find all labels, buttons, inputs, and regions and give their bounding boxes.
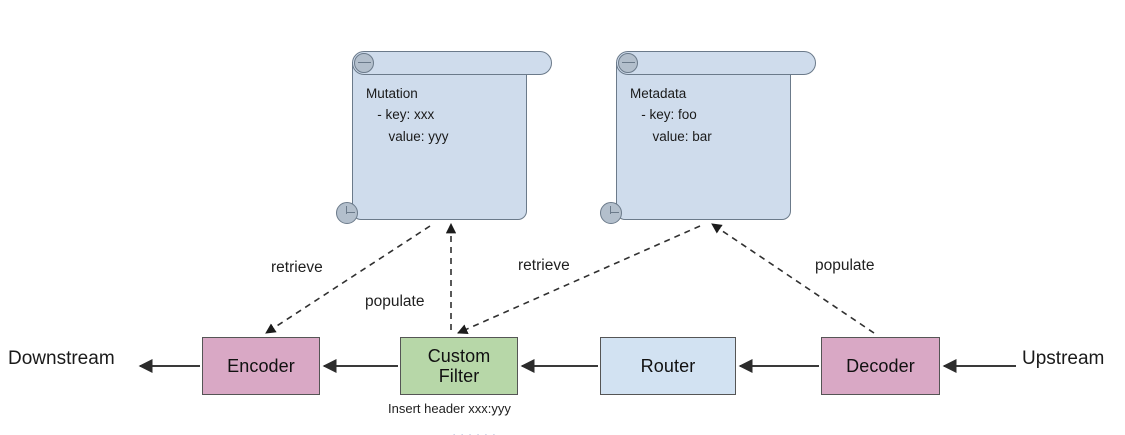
node-router[interactable]: Router <box>600 337 736 395</box>
scroll-curl-icon <box>618 53 638 73</box>
node-router-label: Router <box>640 355 696 376</box>
node-decoder-label: Decoder <box>846 355 915 376</box>
node-custom-filter-label-line2: Filter <box>438 366 480 386</box>
note-metadata: Metadata - key: foo value: bar <box>600 45 820 230</box>
note-mutation-body <box>352 62 527 220</box>
label-upstream: Upstream <box>1022 348 1105 369</box>
node-encoder-label: Encoder <box>227 355 295 376</box>
scroll-curl-icon <box>600 202 622 224</box>
note-metadata-top-roll <box>616 51 816 75</box>
caption-insert-header: Insert header xxx:yyy <box>388 401 511 416</box>
label-downstream: Downstream <box>8 348 115 369</box>
scroll-curl-icon <box>354 53 374 73</box>
note-mutation-text: Mutation - key: xxx value: yyy <box>366 86 449 144</box>
node-encoder[interactable]: Encoder <box>202 337 320 395</box>
edge-label-populate-metadata: populate <box>815 257 875 274</box>
note-mutation: Mutation - key: xxx value: yyy <box>336 45 556 230</box>
note-metadata-text: Metadata - key: foo value: bar <box>630 86 712 144</box>
note-metadata-body <box>616 62 791 220</box>
scroll-curl-icon <box>336 202 358 224</box>
edge-populate-metadata <box>711 223 875 334</box>
edge-label-populate-mutation: populate <box>365 293 425 310</box>
node-custom-filter[interactable]: Custom Filter <box>400 337 518 395</box>
note-mutation-top-roll <box>352 51 552 75</box>
edge-retrieve-encoder <box>265 225 431 334</box>
edge-label-retrieve-encoder: retrieve <box>271 259 323 276</box>
edge-label-retrieve-filter: retrieve <box>518 257 570 274</box>
node-custom-filter-label: Custom Filter <box>428 346 491 386</box>
relation-arrows <box>265 222 875 334</box>
caption-clipped-bottom: · · · · · · <box>452 427 497 435</box>
edge-retrieve-filter <box>457 225 701 334</box>
node-decoder[interactable]: Decoder <box>821 337 940 395</box>
node-custom-filter-label-line1: Custom <box>427 345 491 366</box>
